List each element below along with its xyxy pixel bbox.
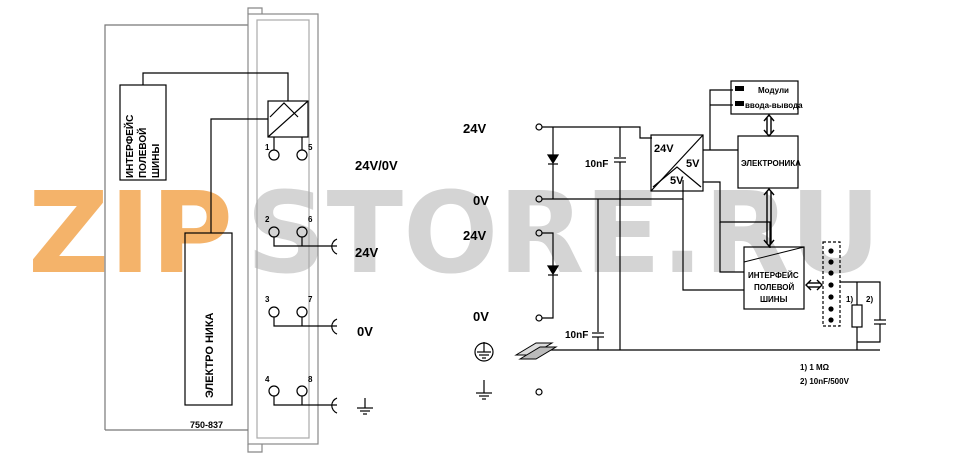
watermark: ZIP STORE.RU [28,169,881,299]
terminal-3: 3 [265,295,270,304]
converter-in-label: 24V [654,143,674,155]
module-out-24v0v: 24V/0V [355,158,398,173]
bidirectional-arrows [763,113,823,291]
io-modules-label-1: Модули [758,86,789,95]
supply-fieldbus-label-1: ИНТЕРФЕЙС [748,271,799,280]
terminal-7: 7 [308,295,313,304]
module-out-0v: 0V [357,324,373,339]
converter-out2-label: 5V [670,175,684,187]
terminal-8: 8 [308,375,313,384]
cap-bottom-label: 10nF [565,330,588,341]
supply-label-0v-bottom: 0V [473,309,489,324]
watermark-zip: ZIP [28,169,233,299]
supply-label-24v-top: 24V [463,121,486,136]
supply-schematic [535,80,886,396]
terminal-1: 1 [265,143,270,152]
io-modules-label-2: ввода-вывода [745,101,803,110]
din-rail-contact-icon [514,342,558,360]
note-2: 2) 10nF/500V [800,377,850,386]
module-drawing [104,7,338,453]
supply-label-0v-top: 0V [473,193,489,208]
supply-fieldbus-label-2: ПОЛЕВОЙ [754,283,795,292]
module-fieldbus-label-2: ПОЛЕВОЙ [136,128,149,178]
converter-out1-label: 5V [686,158,700,170]
module-out-24v: 24V [355,245,378,260]
connector-mark-1: 1) [846,295,853,304]
terminal-6: 6 [308,215,313,224]
terminal-4: 4 [265,375,270,384]
cap-top-label: 10nF [585,159,608,170]
supply-label-24v-bottom: 24V [463,228,486,243]
ground-icon [357,398,373,415]
module-fieldbus-label-1: ИНТЕРФЕЙС [123,115,136,178]
supply-electronics-label: ЭЛЕКТРОНИКА [741,159,801,168]
supply-fieldbus-label-3: ШИНЫ [760,295,788,304]
watermark-store: STORE.RU [246,169,881,299]
module-electronics-label: ЭЛЕКТРО НИКА [204,312,216,398]
connector-pins [828,248,834,323]
io-modules-markers [735,86,744,106]
terminal-2: 2 [265,215,270,224]
module-part-number: 750-837 [190,420,223,430]
connector-mark-2: 2) [866,295,873,304]
protective-earth-icon [474,342,494,362]
note-1: 1) 1 MΩ [800,363,830,372]
terminal-5: 5 [308,143,313,152]
earth-ground-icon [476,380,492,400]
module-fieldbus-label-3: ШИНЫ [151,144,162,178]
